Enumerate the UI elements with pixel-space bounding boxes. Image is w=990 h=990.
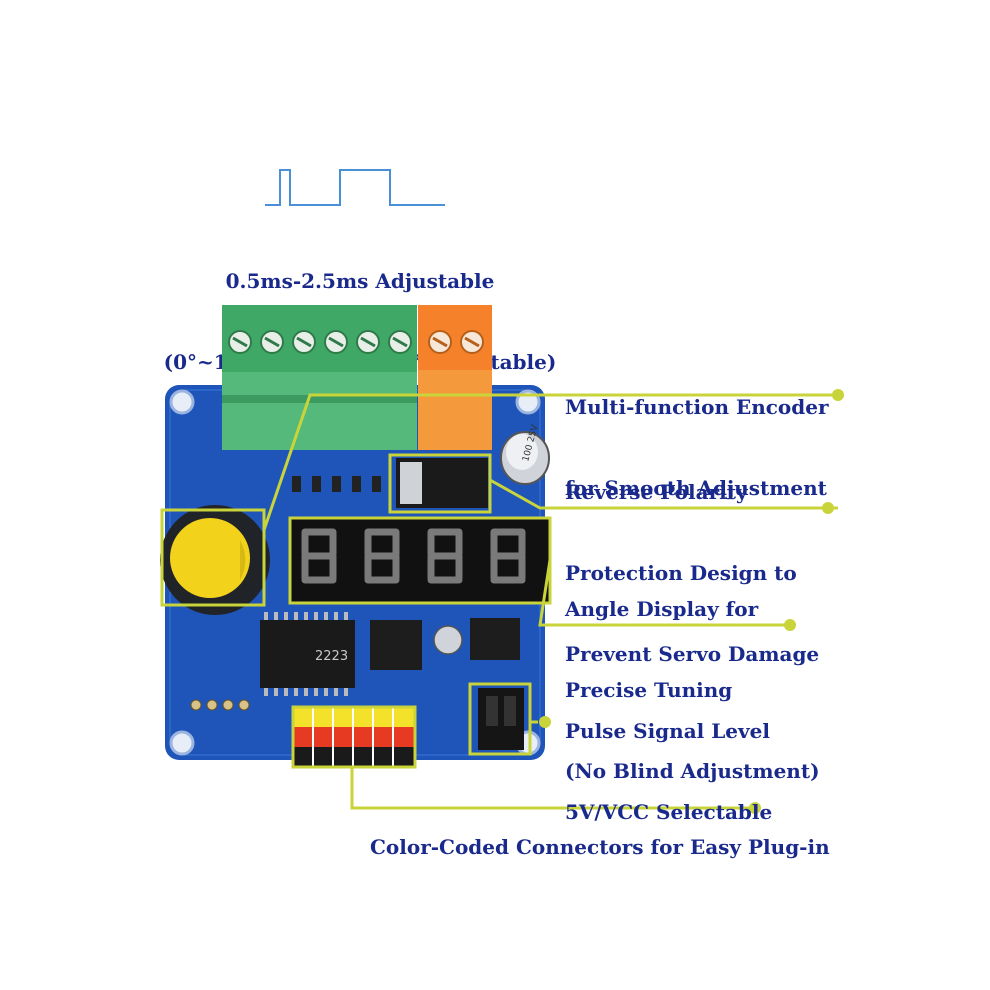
encoder-knob <box>160 505 270 615</box>
smd-resistors <box>292 476 381 492</box>
callout-display: Angle Display for Precise Tuning (No Bli… <box>565 542 820 839</box>
encoder-highlight <box>160 508 266 607</box>
callout-lines <box>262 393 838 810</box>
uart-header <box>190 699 250 711</box>
callout-line: Prevent Servo Damage <box>565 642 820 666</box>
waveform-caption-line1: 0.5ms-2.5ms Adjustable <box>225 269 495 293</box>
voltage-jumper <box>478 688 524 750</box>
seven-segment-display <box>290 518 550 603</box>
callout-polarity: Reverse Polarity Protection Design to Pr… <box>565 425 819 722</box>
callout-line: Angle Display for <box>565 597 759 621</box>
callout-line: Pulse Signal Level <box>565 719 770 743</box>
regulator-ic <box>470 618 520 660</box>
mounting-hole <box>169 389 195 415</box>
callout-line: Reverse Polarity <box>565 480 748 504</box>
mounting-hole <box>169 730 195 756</box>
callout-line: Precise Tuning <box>565 678 733 702</box>
capacitor: 100 25V <box>500 423 550 485</box>
callout-connectors: Color-Coded Connectors for Easy Plug-in <box>370 780 830 915</box>
callout-line: Color-Coded Connectors for Easy Plug-in <box>370 835 830 859</box>
callout-dots <box>539 389 844 814</box>
driver-ic <box>370 620 422 670</box>
polarity-highlight <box>388 453 492 514</box>
callout-line: Protection Design to <box>565 561 797 585</box>
callout-line: Multi-function Encoder <box>565 395 829 419</box>
jumper-highlight <box>468 682 532 756</box>
polarity-protection-ic <box>396 458 488 508</box>
connector-highlight <box>291 705 417 769</box>
callout-line: (No Blind Adjustment) <box>565 759 820 783</box>
green-terminal-block <box>222 305 417 450</box>
servo-connectors <box>293 707 415 767</box>
callout-pulse: Pulse Signal Level 5V/VCC Selectable <box>565 664 772 880</box>
callout-encoder: Multi-function Encoder for Smooth Adjust… <box>565 340 829 556</box>
callout-line: 5V/VCC Selectable <box>565 800 773 824</box>
pulse-waveform-icon <box>265 169 445 206</box>
chip-label: 2223 <box>315 649 348 664</box>
main-ic: 2223 <box>260 612 355 696</box>
orange-terminal-block <box>418 305 492 450</box>
callout-line: for Smooth Adjustment <box>565 476 827 500</box>
